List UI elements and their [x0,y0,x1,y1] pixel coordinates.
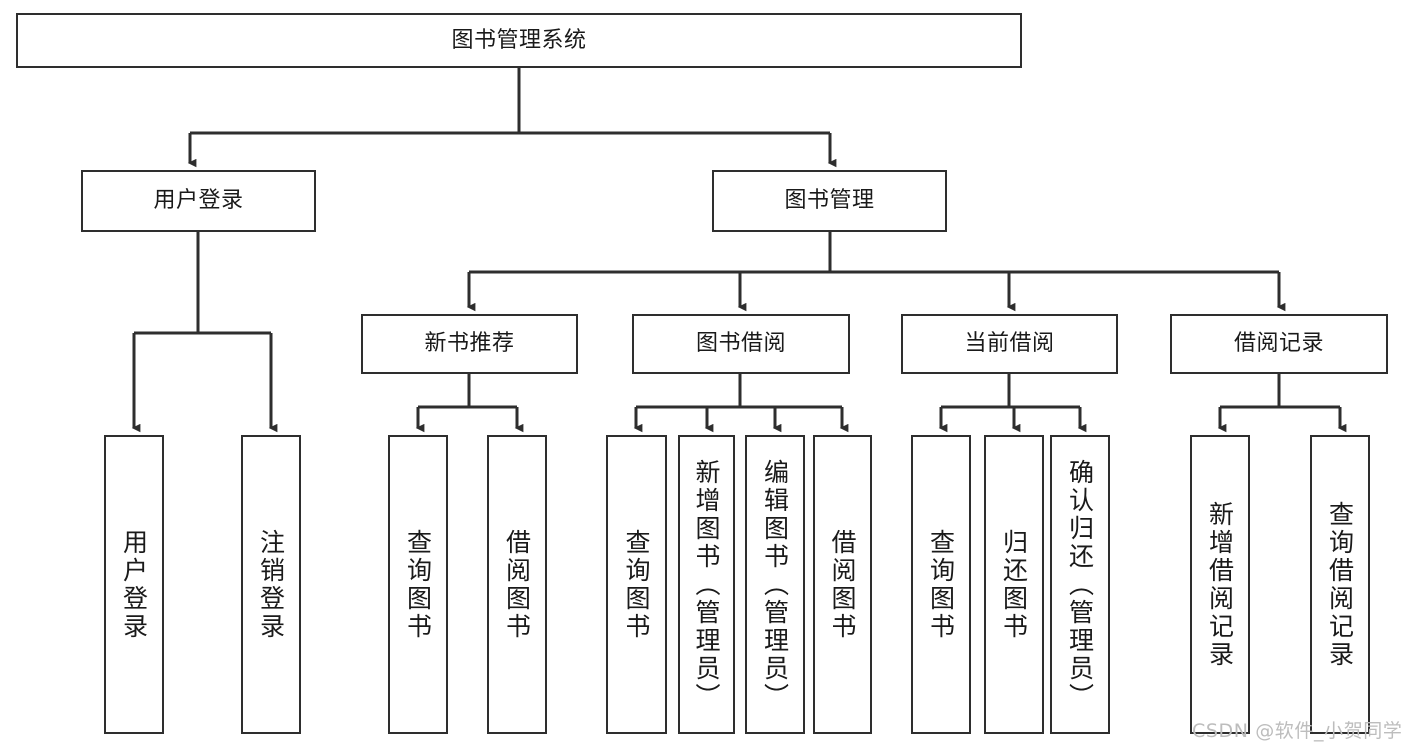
node-leaf-edit-book-admin-label: 编辑图书（管理员） [760,458,790,711]
node-book-manage-label: 图书管理 [784,188,875,214]
node-leaf-query-book-1-label: 查询图书 [403,528,433,641]
node-book-manage[interactable]: 图书管理 [712,170,947,232]
node-leaf-query-book-3[interactable]: 查询图书 [911,435,971,734]
node-leaf-query-book-3-label: 查询图书 [926,528,956,641]
node-book-borrow-label: 图书借阅 [695,331,786,357]
node-leaf-query-book-2[interactable]: 查询图书 [606,435,667,734]
node-leaf-query-borrow-record-label: 查询借阅记录 [1325,500,1355,669]
node-leaf-add-borrow-record[interactable]: 新增借阅记录 [1190,435,1250,734]
node-new-book-recommend-label: 新书推荐 [424,331,515,357]
node-root-label: 图书管理系统 [451,27,587,53]
node-book-borrow[interactable]: 图书借阅 [632,314,850,374]
node-borrow-record[interactable]: 借阅记录 [1170,314,1388,374]
node-leaf-borrow-book-2-label: 借阅图书 [828,528,857,641]
node-leaf-add-book-admin[interactable]: 新增图书（管理员） [678,435,735,734]
node-new-book-recommend[interactable]: 新书推荐 [361,314,578,374]
node-leaf-edit-book-admin[interactable]: 编辑图书（管理员） [745,435,805,734]
node-leaf-confirm-return-admin[interactable]: 确认归还（管理员） [1050,435,1110,734]
node-leaf-logout[interactable]: 注销登录 [241,435,301,734]
node-user-login[interactable]: 用户登录 [81,170,316,232]
node-leaf-add-borrow-record-label: 新增借阅记录 [1205,500,1235,669]
node-leaf-add-book-admin-label: 新增图书（管理员） [692,458,721,711]
node-root[interactable]: 图书管理系统 [16,13,1022,68]
node-leaf-logout-label: 注销登录 [256,528,286,641]
node-leaf-borrow-book-1[interactable]: 借阅图书 [487,435,547,734]
node-leaf-return-book[interactable]: 归还图书 [984,435,1044,734]
node-current-borrow-label: 当前借阅 [964,331,1055,357]
node-leaf-query-book-1[interactable]: 查询图书 [388,435,448,734]
node-user-login-label: 用户登录 [153,188,244,214]
node-borrow-record-label: 借阅记录 [1233,331,1324,357]
node-current-borrow[interactable]: 当前借阅 [901,314,1118,374]
node-leaf-user-login[interactable]: 用户登录 [104,435,164,734]
node-leaf-user-login-label: 用户登录 [119,528,149,641]
node-leaf-query-book-2-label: 查询图书 [622,528,651,641]
node-leaf-borrow-book-1-label: 借阅图书 [502,528,532,641]
node-leaf-borrow-book-2[interactable]: 借阅图书 [813,435,872,734]
node-leaf-query-borrow-record[interactable]: 查询借阅记录 [1310,435,1370,734]
node-leaf-confirm-return-admin-label: 确认归还（管理员） [1065,458,1095,711]
node-leaf-return-book-label: 归还图书 [999,528,1029,641]
